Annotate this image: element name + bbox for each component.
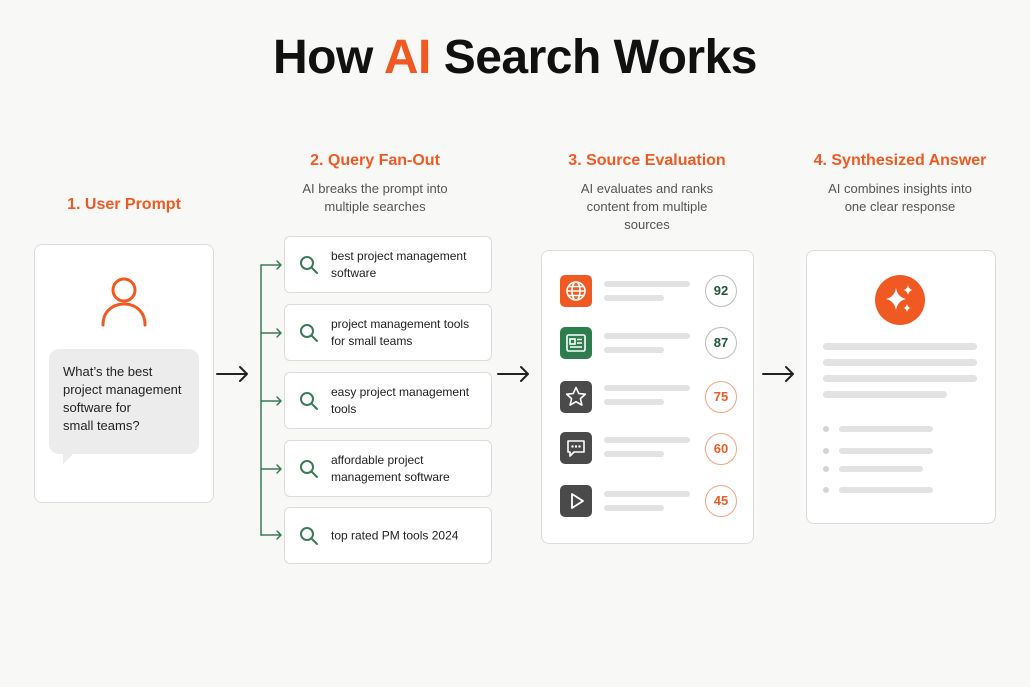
- query-line: management software: [331, 469, 450, 484]
- query-line: project management tools: [331, 316, 470, 331]
- placeholder-line: [604, 505, 664, 511]
- query-card: project management tools for small teams: [284, 304, 492, 361]
- placeholder-line: [604, 347, 664, 353]
- title-part-1: How: [273, 31, 384, 84]
- query-card: easy project management tools: [284, 372, 492, 429]
- query-line: tools: [331, 401, 357, 416]
- step-2-desc-line: AI breaks the prompt into: [302, 181, 448, 196]
- answer-line: [823, 391, 947, 398]
- query-text: easy project management tools: [331, 384, 481, 418]
- title-accent: AI: [383, 31, 432, 84]
- query-text: affordable project management software: [331, 452, 481, 486]
- step-3-description: AI evaluates and ranks content from mult…: [542, 180, 752, 234]
- page-title: How AI Search Works: [0, 30, 1030, 85]
- arrow-right-icon: [497, 366, 529, 382]
- bullet-dot: [823, 426, 829, 432]
- search-icon: [300, 391, 318, 410]
- bullet-dot: [823, 487, 829, 493]
- bullet-line: [839, 426, 933, 432]
- step-3-desc-line: AI evaluates and ranks: [580, 181, 714, 196]
- step-4-description: AI combines insights into one clear resp…: [790, 180, 1010, 216]
- arrow-right-icon: [762, 366, 794, 382]
- placeholder-line: [604, 437, 690, 443]
- step-4-header: 4. Synthesized Answer AI combines insigh…: [790, 152, 1010, 216]
- title-part-2: Search Works: [430, 31, 758, 84]
- play-icon: [560, 485, 592, 517]
- query-card: affordable project management software: [284, 440, 492, 497]
- score-badge: 75: [705, 381, 737, 413]
- score-badge: 87: [705, 327, 737, 359]
- document-icon: [560, 327, 592, 359]
- query-text: top rated PM tools 2024: [331, 527, 481, 544]
- step-1-header: 1. User Prompt: [34, 196, 214, 214]
- chat-icon: [560, 432, 592, 464]
- answer-line: [823, 343, 977, 350]
- query-text: best project management software: [331, 248, 481, 282]
- query-card: top rated PM tools 2024: [284, 507, 492, 564]
- user-prompt-card: What’s the best project management softw…: [34, 244, 214, 503]
- placeholder-line: [604, 333, 690, 339]
- step-2-description: AI breaks the prompt into multiple searc…: [270, 180, 480, 216]
- query-line: best project management: [331, 248, 467, 263]
- search-icon: [300, 526, 318, 545]
- score-badge: 92: [705, 275, 737, 307]
- step-3-title: 3. Source Evaluation: [568, 152, 726, 169]
- search-icon: [300, 459, 318, 478]
- placeholder-line: [604, 281, 690, 287]
- answer-line: [823, 359, 977, 366]
- query-line: easy project management: [331, 384, 470, 399]
- query-line: affordable project: [331, 452, 424, 467]
- prompt-line: project management: [63, 382, 182, 397]
- prompt-bubble: What’s the best project management softw…: [49, 349, 199, 464]
- fan-out-connector: [260, 260, 282, 540]
- bubble-tail: [63, 452, 75, 464]
- placeholder-line: [604, 385, 690, 391]
- step-2-header: 2. Query Fan-Out AI breaks the prompt in…: [270, 152, 480, 216]
- arrow-right-icon: [216, 366, 248, 382]
- step-4-desc-line: AI combines insights into: [828, 181, 972, 196]
- step-2-title: 2. Query Fan-Out: [310, 152, 440, 169]
- query-line: software: [331, 265, 377, 280]
- search-icon: [300, 323, 318, 342]
- source-evaluation-card: 92 87 75 60 45: [541, 250, 754, 544]
- query-line: for small teams: [331, 333, 413, 348]
- bullet-dot: [823, 448, 829, 454]
- score-badge: 45: [705, 485, 737, 517]
- prompt-line: What’s the best: [63, 364, 153, 379]
- step-2-desc-line: multiple searches: [324, 199, 426, 214]
- step-1-title: 1. User Prompt: [67, 196, 181, 213]
- query-text: project management tools for small teams: [331, 316, 481, 350]
- placeholder-line: [604, 295, 664, 301]
- prompt-line: small teams?: [63, 418, 140, 433]
- step-3-desc-line: sources: [624, 217, 670, 232]
- answer-card: [806, 250, 996, 524]
- step-4-title: 4. Synthesized Answer: [813, 152, 987, 169]
- answer-line: [823, 375, 977, 382]
- bullet-line: [839, 448, 933, 454]
- globe-icon: [560, 275, 592, 307]
- search-icon: [300, 255, 318, 274]
- sparkle-icon: [875, 275, 925, 325]
- prompt-line: software for: [63, 400, 131, 415]
- step-3-header: 3. Source Evaluation AI evaluates and ra…: [542, 152, 752, 234]
- placeholder-line: [604, 451, 664, 457]
- bullet-dot: [823, 466, 829, 472]
- star-icon: [560, 381, 592, 413]
- bullet-line: [839, 466, 923, 472]
- user-icon: [101, 277, 147, 327]
- prompt-text: What’s the best project management softw…: [63, 363, 198, 435]
- score-badge: 60: [705, 433, 737, 465]
- query-line: top rated PM tools 2024: [331, 528, 459, 542]
- placeholder-line: [604, 399, 664, 405]
- step-3-desc-line: content from multiple: [586, 199, 708, 214]
- placeholder-line: [604, 491, 690, 497]
- bullet-line: [839, 487, 933, 493]
- step-4-desc-line: one clear response: [844, 199, 956, 214]
- query-card: best project management software: [284, 236, 492, 293]
